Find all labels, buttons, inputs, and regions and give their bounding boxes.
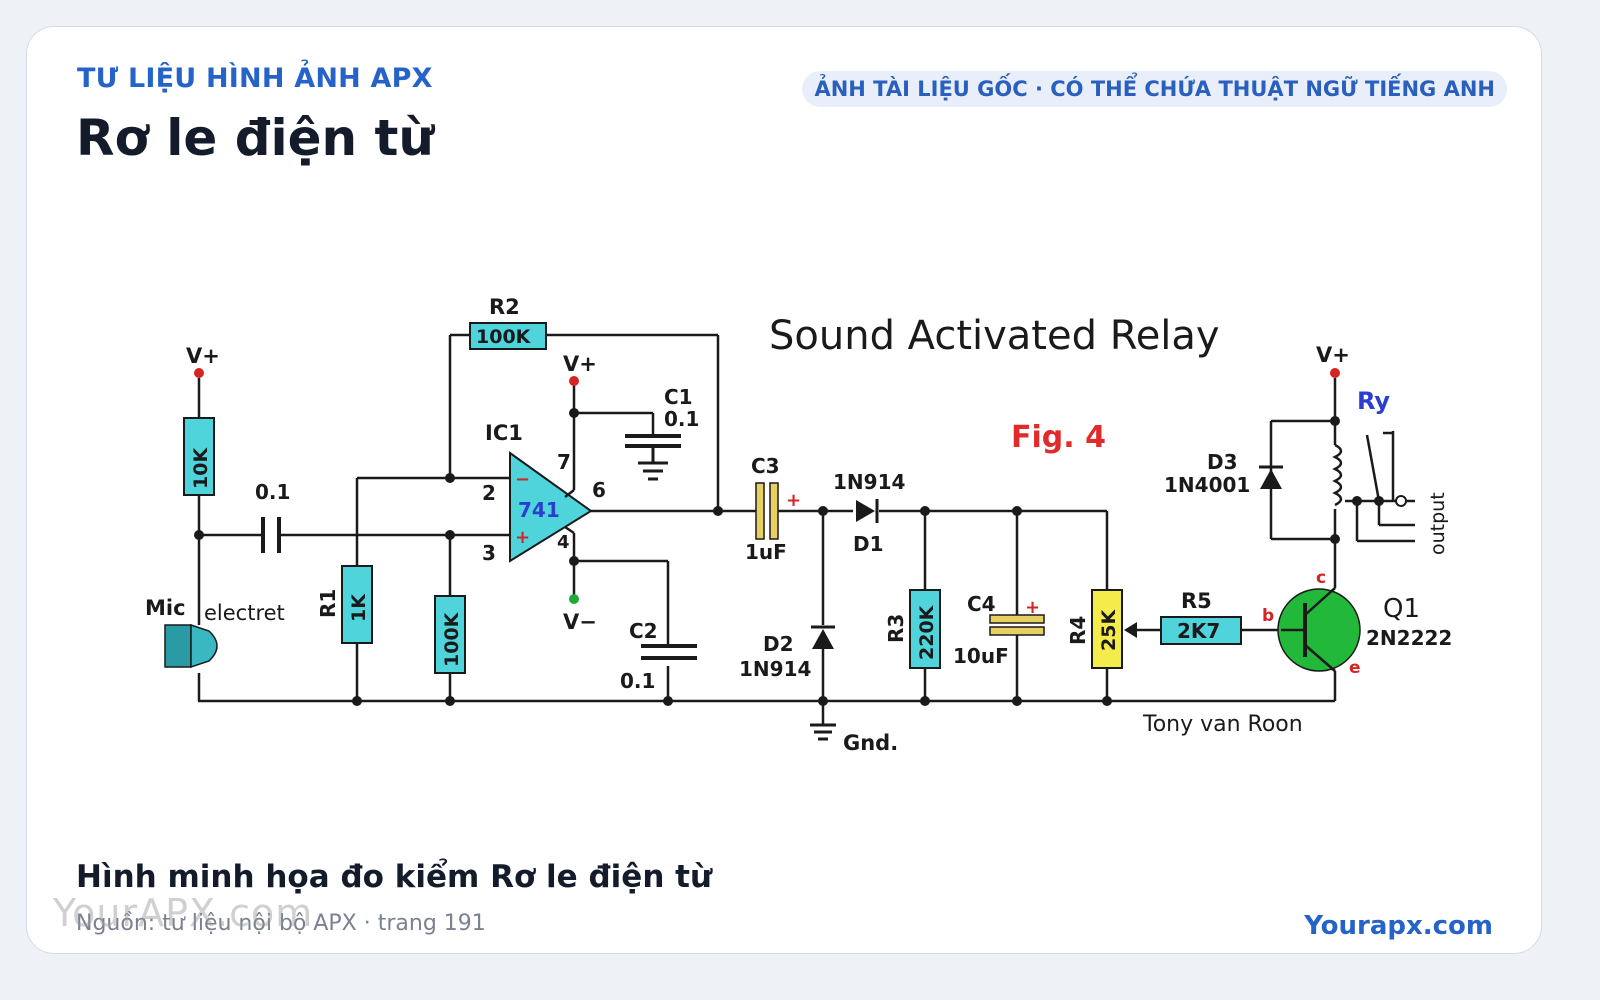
input-capacitor-value: 0.1 (255, 480, 290, 504)
source-notice-badge: ẢNH TÀI LIỆU GỐC · CÓ THỂ CHỨA THUẬT NGỮ… (802, 71, 1507, 107)
diode-d1 (856, 500, 875, 522)
capacitor-c3-name: C3 (751, 454, 780, 478)
vminus-label: V− (563, 610, 597, 634)
opamp-pin4 (564, 525, 575, 535)
capacitor-c4-plate (989, 626, 1045, 636)
resistor-r5-name: R5 (1181, 589, 1212, 613)
opamp-noninverting-sign: + (515, 527, 530, 548)
resistor-bias-value: 100K (441, 611, 463, 667)
vplus-terminal-opamp (569, 376, 579, 386)
vplus-terminal-right (1330, 368, 1340, 378)
watermark: YourAPX.com (53, 891, 314, 935)
relay-coil (1332, 443, 1343, 507)
circuit-diagram: Sound Activated Relay Fig. 4 Tony van Ro… (145, 295, 1452, 755)
figure-label: Fig. 4 (1011, 420, 1106, 455)
transistor-collector-label: c (1316, 568, 1326, 588)
transistor-q1 (1277, 588, 1361, 672)
vplus-terminal-left (194, 368, 204, 378)
figure-caption: Hình minh họa đo kiểm Rơ le điện từ (76, 859, 713, 895)
capacitor-c3-plate (769, 482, 779, 540)
brand-link[interactable]: Yourapx.com (1304, 911, 1493, 941)
capacitor-c3-value: 1uF (745, 540, 787, 564)
resistor-r1 (341, 565, 373, 644)
resistor-r2 (469, 322, 547, 350)
ground-symbol (638, 446, 836, 741)
transistor-emitter-label: e (1349, 658, 1361, 678)
transistor-collector-lead (1304, 587, 1336, 616)
capacitor-c1-value: 0.1 (664, 407, 699, 431)
resistor-r1-name: R1 (316, 589, 340, 618)
microphone-icon (164, 623, 218, 669)
collection-label: TƯ LIỆU HÌNH ẢNH APX (77, 63, 433, 94)
diode-d1-part: 1N914 (833, 470, 905, 494)
opamp-741 (509, 451, 593, 563)
mic-label: Mic (145, 596, 186, 620)
diode-d2-part: 1N914 (739, 657, 811, 681)
vplus-label-left: V+ (186, 344, 220, 368)
capacitor-c1-name: C1 (664, 385, 693, 409)
transistor-part: 2N2222 (1366, 626, 1452, 650)
capacitor-c4-value: 10uF (953, 644, 1009, 668)
capacitor-c2-name: C2 (629, 619, 658, 643)
output-label: output (1427, 492, 1449, 555)
potentiometer-r4 (1091, 589, 1123, 669)
resistor-10k (183, 417, 215, 496)
resistor-r5 (1160, 616, 1242, 645)
pot-wiper-arrow (1124, 622, 1137, 638)
capacitor-c4-name: C4 (967, 592, 996, 616)
circuit-wires (197, 333, 1415, 725)
opamp-pin3: 3 (482, 541, 496, 565)
resistor-bias-100k (434, 595, 466, 674)
pot-r4-name: R4 (1066, 616, 1090, 645)
resistor-10k-value: 10K (190, 447, 212, 489)
capacitor-c2-value: 0.1 (620, 669, 655, 693)
page-title: Rơ le điện từ (76, 109, 435, 167)
junction-dots (194, 408, 1384, 706)
opamp-pin4: 4 (557, 532, 570, 553)
transistor-name: Q1 (1383, 594, 1420, 624)
diode-d3-name: D3 (1207, 450, 1238, 474)
capacitor-c4 (989, 614, 1045, 624)
vplus-label-opamp: V+ (563, 352, 597, 376)
resistor-r3-name: R3 (884, 614, 908, 643)
transistor-emitter-lead (1304, 644, 1336, 672)
opamp-pin7 (564, 489, 575, 498)
opamp-part: 741 (518, 498, 560, 522)
diode-d3-part: 1N4001 (1164, 473, 1250, 497)
capacitor-c3-polarity: + (786, 490, 801, 511)
resistor-r3-value: 220K (916, 604, 938, 660)
diode-d1-name: D1 (853, 532, 884, 556)
diode-d2 (812, 629, 834, 649)
opamp-name: IC1 (485, 421, 523, 445)
vminus-terminal (569, 594, 579, 604)
resistor-r1-value: 1K (348, 593, 370, 622)
document-card: TƯ LIỆU HÌNH ẢNH APX Rơ le điện từ ẢNH T… (26, 26, 1542, 954)
resistor-r2-value: 100K (476, 326, 532, 348)
relay-contact-terminal (1395, 495, 1407, 507)
ground-label: Gnd. (843, 731, 898, 755)
vplus-label-right: V+ (1316, 343, 1350, 367)
opamp-pin6: 6 (592, 478, 606, 502)
opamp-pin2: 2 (482, 481, 496, 505)
diode-d2-name: D2 (763, 632, 794, 656)
opamp-pin7: 7 (557, 450, 571, 474)
capacitor-c4-polarity: + (1025, 597, 1040, 618)
pot-r4-value: 25K (1098, 609, 1120, 651)
resistor-r3 (909, 589, 941, 669)
transistor-base-label: b (1262, 606, 1274, 626)
capacitor-c3 (755, 482, 765, 540)
resistor-r5-value: 2K7 (1177, 619, 1220, 643)
figure-source: Nguồn: tư liệu nội bộ APX · trang 191 (76, 911, 486, 936)
author-credit: Tony van Roon (1142, 712, 1303, 737)
relay-name: Ry (1357, 387, 1390, 415)
diagram-title: Sound Activated Relay (769, 313, 1220, 359)
resistor-r2-name: R2 (489, 295, 520, 319)
opamp-inverting-sign: − (515, 469, 530, 490)
capacitor-plates (261, 434, 697, 660)
mic-type-label: electret (204, 601, 285, 625)
diode-d3 (1260, 469, 1282, 489)
